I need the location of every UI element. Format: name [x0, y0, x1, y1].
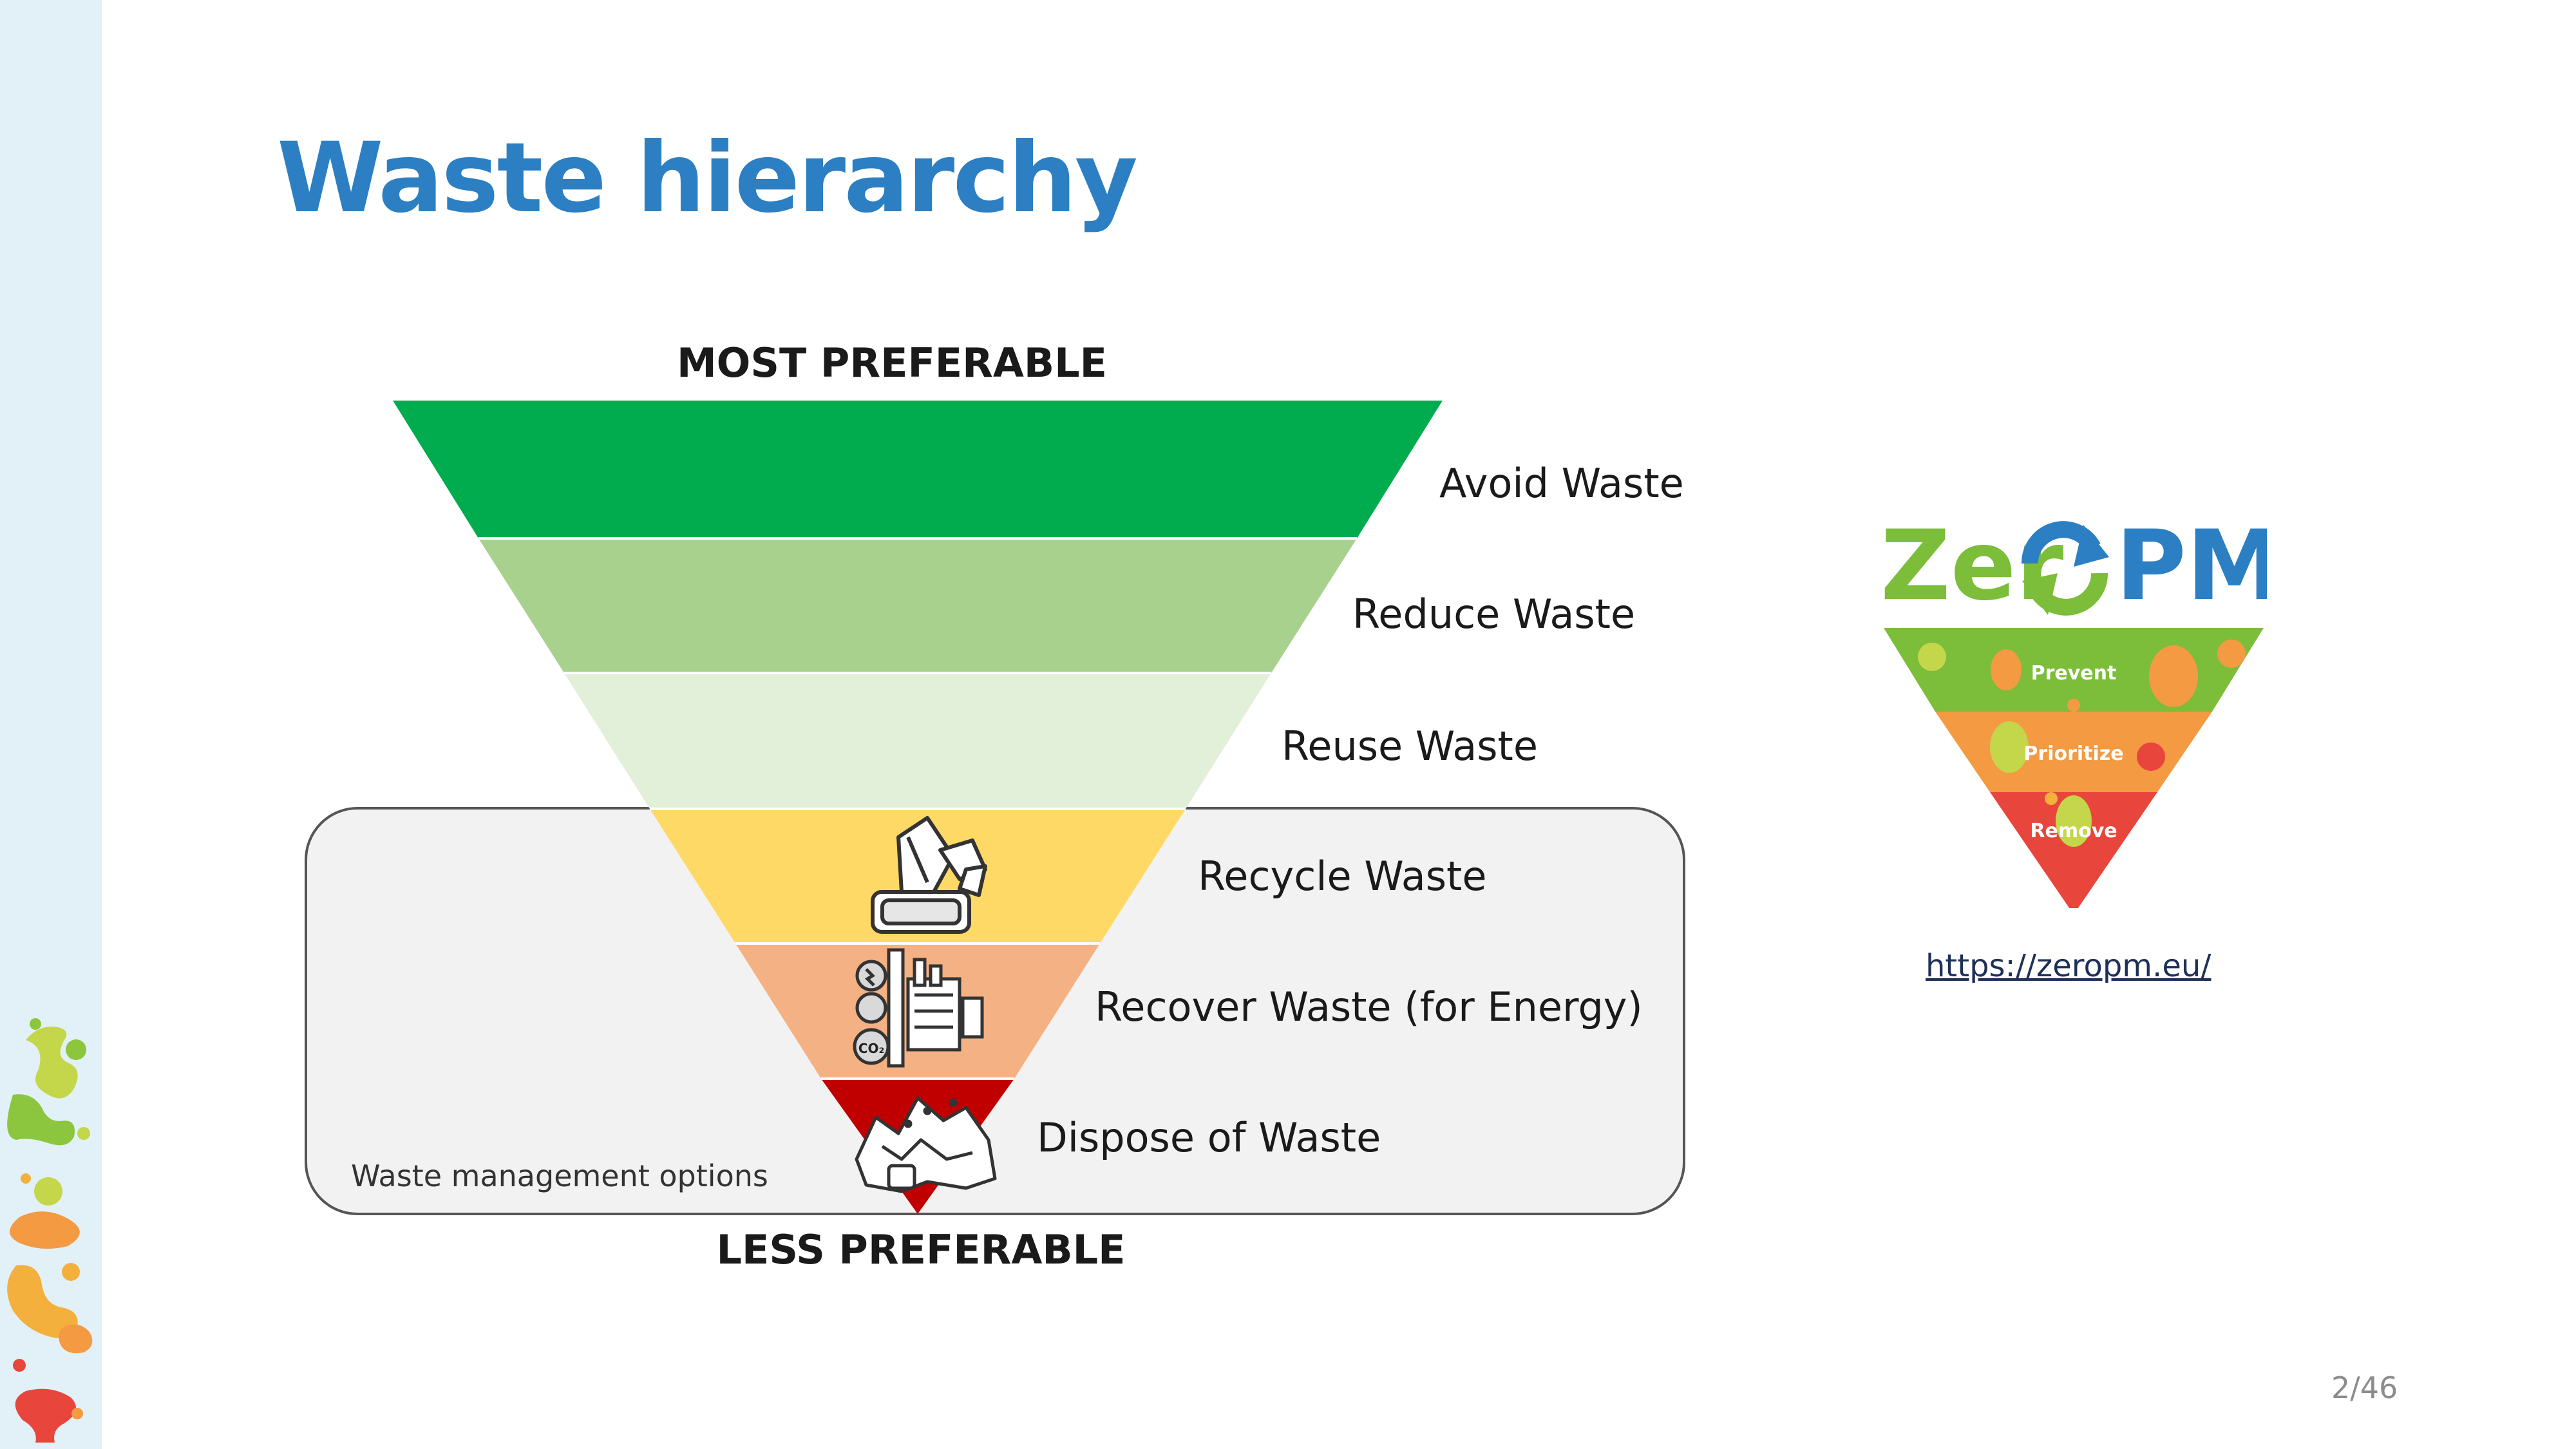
excavator-icon [871, 816, 987, 934]
level-band-avoid [393, 401, 1443, 538]
less-preferable-label: LESS PREFERABLE [716, 1226, 1125, 1273]
power-plant-icon [853, 948, 984, 1068]
logo-tier-remove [1990, 792, 2157, 908]
zeropm-logo: Zer PM Prevent Prioritize Remove [1880, 510, 2267, 908]
level-band-reuse [564, 673, 1271, 809]
logo-label-remove: Remove [2030, 820, 2117, 842]
level-label-recover: Recover Waste (for Energy) [1095, 983, 1643, 1030]
logo-blob-decoration [1918, 639, 2246, 847]
slide-title: Waste hierarchy [277, 122, 1138, 234]
logo-label-prioritize: Prioritize [2023, 743, 2123, 765]
level-label-reuse: Reuse Waste [1282, 723, 1538, 770]
level-label-dispose: Dispose of Waste [1037, 1114, 1381, 1161]
logo-text-right: PM [2116, 510, 2267, 622]
level-band-reduce [478, 538, 1357, 673]
waste-management-options-label: Waste management options [351, 1159, 768, 1193]
sidebar-blob-decoration [7, 1018, 93, 1443]
logo-text-left: Zer [1880, 510, 2063, 622]
page-number: 2/46 [2331, 1370, 2398, 1405]
zeropm-website-link[interactable]: https://zeropm.eu/ [1926, 948, 2211, 984]
level-label-recycle: Recycle Waste [1198, 853, 1486, 900]
logo-label-prevent: Prevent [2031, 662, 2117, 685]
level-label-avoid: Avoid Waste [1439, 460, 1684, 507]
recycle-arrow-icon [2021, 521, 2109, 616]
level-label-reduce: Reduce Waste [1352, 591, 1635, 638]
co2-icon-label: CO₂ [858, 1041, 884, 1056]
decorative-sidebar [0, 0, 102, 1449]
rubble-pile-icon [855, 1096, 997, 1193]
most-preferable-label: MOST PREFERABLE [677, 339, 1107, 386]
